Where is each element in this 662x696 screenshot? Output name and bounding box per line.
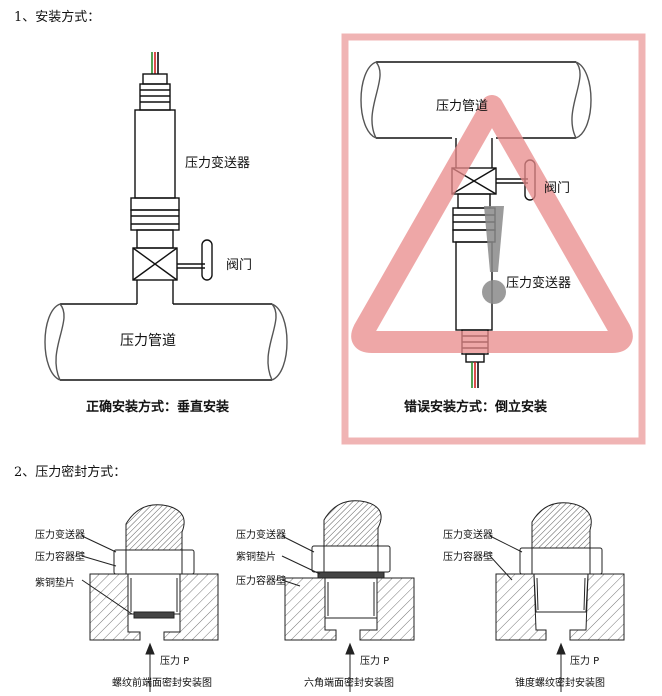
- section2-heading: 2、压力密封方式：: [14, 465, 127, 480]
- correct-valve-label: 阀门: [226, 258, 253, 273]
- correct-transmitter-label: 压力变送器: [185, 156, 251, 171]
- fig3-label-wall: 压力容器壁: [443, 552, 493, 563]
- wrong-pipe-label: 压力管道: [436, 99, 489, 114]
- fig3-pressure: 压力 P: [570, 656, 600, 667]
- fig1-caption: 螺纹前端面密封安装图: [112, 678, 212, 689]
- section1-heading: 1、安装方式：: [14, 10, 101, 25]
- sealing-figure-1: [81, 504, 219, 692]
- sealing-figure-3: [489, 502, 625, 692]
- fig1-label-gasket: 紫铜垫片: [35, 578, 75, 589]
- fig1-pressure: 压力 P: [160, 656, 190, 667]
- fig2-pressure: 压力 P: [360, 656, 390, 667]
- warning-triangle-icon: [351, 95, 633, 353]
- correct-pipe-label: 压力管道: [120, 333, 176, 349]
- fig3-caption: 锥度螺纹密封安装图: [515, 678, 605, 689]
- correct-caption: 正确安装方式：垂直安装: [86, 400, 230, 415]
- fig2-label-wall: 压力容器壁: [236, 576, 286, 587]
- fig1-label-transmitter: 压力变送器: [35, 530, 85, 541]
- fig3-label-transmitter: 压力变送器: [443, 530, 493, 541]
- exclamation-icon: [482, 206, 506, 304]
- fig2-label-transmitter: 压力变送器: [236, 530, 286, 541]
- wrong-transmitter-label: 压力变送器: [506, 276, 572, 291]
- fig1-label-wall: 压力容器壁: [35, 552, 85, 563]
- wrong-caption: 错误安装方式：倒立安装: [404, 400, 548, 415]
- wrong-valve-label: 阀门: [544, 181, 571, 196]
- fig2-caption: 六角端面密封安装图: [304, 678, 394, 689]
- fig2-label-gasket: 紫铜垫片: [236, 552, 276, 563]
- sealing-figure-2: [281, 500, 415, 692]
